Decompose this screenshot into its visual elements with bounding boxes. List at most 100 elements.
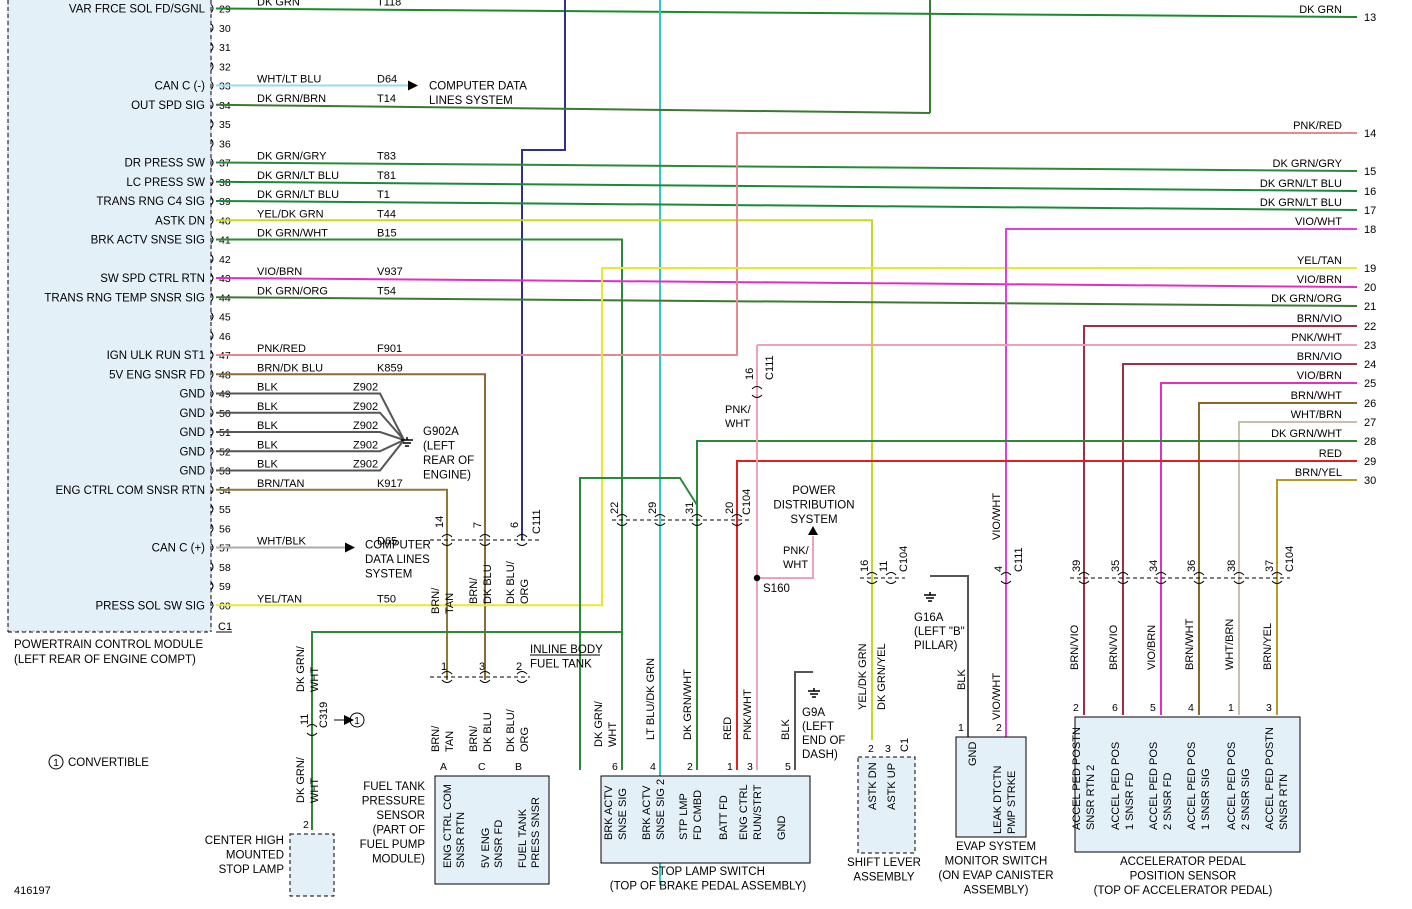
connector-pin-number: 34 <box>1148 560 1160 572</box>
connector-c104-pin <box>866 580 878 584</box>
pcm-pin-function: TRANS RNG C4 SIG <box>96 196 205 208</box>
component-pin-label: BATT FD <box>718 795 730 840</box>
wire-brn-wht <box>1198 402 1357 715</box>
circuit-label: Z902 <box>353 401 378 413</box>
component-pin: 2 <box>996 722 1002 734</box>
edge-color-label: VIO/BRN <box>1297 370 1342 382</box>
pin-mark <box>210 177 214 187</box>
wire-brn-yel <box>1276 479 1357 715</box>
edge-number: 24 <box>1364 359 1376 371</box>
pcm-pin-number: 32 <box>219 61 231 73</box>
pin-mark <box>210 119 214 129</box>
pcm-pin-function: GND <box>179 427 205 439</box>
component-pin-label: RUN/STRT <box>752 784 764 840</box>
pin-mark <box>210 312 214 321</box>
ground-g9a-label: G9A <box>802 707 825 719</box>
component-pin-label: SNSR RTN <box>1278 774 1290 830</box>
edge-number: 13 <box>1364 12 1376 24</box>
edge-number: 22 <box>1364 321 1376 333</box>
pin-mark <box>210 523 214 533</box>
wire-trans-rng <box>215 200 1358 211</box>
wire-label: DK BLU/ <box>505 708 517 752</box>
wire-brk-actv <box>216 238 623 770</box>
wire-red <box>736 460 1357 770</box>
connector-c111-4 <box>1000 572 1012 576</box>
wire-brn-vio-2 <box>1122 363 1357 715</box>
wire-lc-press <box>215 180 1358 192</box>
connector-pin-number: 6 <box>509 522 521 528</box>
edge-number: 15 <box>1364 166 1376 178</box>
component-pin-label: BRK ACTV <box>603 785 615 840</box>
edge-color-label: YEL/TAN <box>1297 255 1342 267</box>
connector-pin-number: 22 <box>609 502 621 514</box>
pin-mark <box>210 61 214 71</box>
wire-evap-gnd <box>930 575 969 740</box>
edge-number: 25 <box>1364 378 1376 390</box>
wire-label: DK BLU <box>482 712 494 752</box>
arrow-power-dist <box>808 526 818 535</box>
wire-stop-gnd <box>794 671 813 770</box>
connector-c104-pin <box>885 580 897 584</box>
note-num: 1 <box>53 758 59 769</box>
connector-inline-pin <box>441 679 453 683</box>
edge-number: 30 <box>1364 475 1376 487</box>
connector-pin-number: 35 <box>1110 560 1122 572</box>
circuit-label: T14 <box>377 93 396 105</box>
pin-mark <box>210 543 214 552</box>
ref-computer-data-lines: LINES SYSTEM <box>429 95 513 107</box>
component-pin: 3 <box>747 761 753 773</box>
component-pin: 3 <box>1266 702 1272 714</box>
pin-mark <box>210 331 214 341</box>
connector-c111-label-2: C111 <box>764 355 776 380</box>
pin-mark <box>210 100 214 110</box>
pin-mark <box>210 581 214 591</box>
edge-color-label: BRN/VIO <box>1297 351 1343 363</box>
connector-pin-number: 38 <box>1226 560 1238 572</box>
wire-dk-grn <box>215 7 1358 18</box>
evap-switch-box <box>955 736 1027 838</box>
circuit-label: D64 <box>377 74 397 86</box>
wire-ign-ulk <box>216 132 1357 356</box>
component-pin-label: GND <box>967 742 979 767</box>
pcm-pin-number: 46 <box>219 331 231 343</box>
component-pin-label: SNSR RTN 2 <box>1085 765 1097 830</box>
wire-label-pnk-wht-2: PNK/ <box>725 404 752 416</box>
wire-label: DK GRN/ <box>295 645 307 692</box>
stop-lamp-title: STOP LAMP SWITCH <box>651 866 765 878</box>
pin-mark <box>210 600 214 610</box>
pcm-pin-number: 58 <box>219 562 231 574</box>
connector-c104-pin <box>654 514 666 518</box>
edge-number: 21 <box>1364 301 1376 313</box>
wire-label: BRN/VIO <box>1069 624 1081 670</box>
edge-number: 26 <box>1364 398 1376 410</box>
connector-c104-pin <box>1233 580 1245 584</box>
wire-astk-dn <box>216 219 873 740</box>
chmsl-title: MOUNTED <box>226 850 284 862</box>
wire-label-pnk-wht: WHT <box>783 559 808 571</box>
splice-label: S160 <box>763 583 790 595</box>
evap-title: (ON EVAP CANISTER <box>938 870 1053 882</box>
component-pin-label: SNSR FD <box>493 820 505 868</box>
connector-c104-pin <box>654 522 666 526</box>
ref-computer-data-2: SYSTEM <box>365 569 412 581</box>
edge-number: 28 <box>1364 436 1376 448</box>
edge-color-label: BRN/VIO <box>1297 313 1343 325</box>
pcm-pin-function: PRESS SOL SW SIG <box>96 600 206 612</box>
edge-color-label: RED <box>1319 448 1342 460</box>
circuit-label: T118 <box>377 0 401 9</box>
edge-color-label: DK GRN/ORG <box>1271 293 1342 305</box>
wire-color-label: DK GRN/LT BLU <box>257 189 339 201</box>
component-pin-label: ENG CTRL <box>738 784 750 840</box>
wire-label: VIO/BRN <box>1146 625 1158 670</box>
component-pin-label: ACCEL PED POS <box>1148 742 1160 830</box>
wire-press-sol <box>216 267 1357 607</box>
component-pin: A <box>440 761 447 773</box>
c319-arrow <box>344 715 354 725</box>
pcm-pin-function: GND <box>179 408 205 420</box>
component-pin-label: 2 SNSR FD <box>1162 772 1174 830</box>
wire-color-label: BRN/DK BLU <box>257 362 323 374</box>
pin-mark <box>210 81 214 90</box>
component-pin-label: SNSR RTN <box>455 812 467 868</box>
edge-color-label: PNK/RED <box>1293 120 1342 132</box>
wire-label-pnk-wht: PNK/ <box>783 545 810 557</box>
